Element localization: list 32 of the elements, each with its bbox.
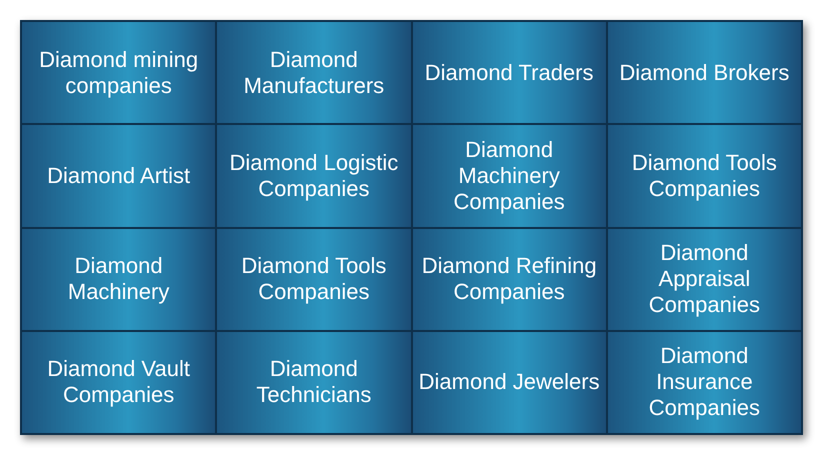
tile-label: Diamond Brokers (618, 60, 790, 86)
tile-label: Diamond Machinery (66, 253, 170, 306)
tile-label: Diamond Logistic Companies (228, 150, 400, 202)
grid-tile (412, 22, 606, 124)
grid-tile (22, 125, 216, 226)
grid-tile (412, 332, 606, 433)
tile-label: Diamond Tools Companies (240, 253, 388, 306)
tile-label: Diamond Vault Companies (46, 356, 191, 408)
grid-tile (22, 332, 216, 433)
tile-label: Diamond mining companies (38, 46, 200, 99)
grid-tile (22, 228, 216, 330)
tile-label: Diamond Manufacturers (242, 46, 386, 99)
grid-tile (217, 332, 410, 433)
grid-tile (608, 332, 801, 433)
grid-tile (217, 125, 410, 226)
tile-label: Diamond Traders (424, 60, 594, 86)
grid-tile (412, 125, 606, 226)
tile-label: Diamond Technicians (255, 356, 372, 408)
tile-label: Diamond Insurance Companies (648, 343, 762, 422)
grid-tile (608, 125, 801, 226)
grid-tile (22, 22, 216, 124)
grid-tile (217, 228, 410, 330)
grid-tile (412, 228, 606, 330)
tile-label: Diamond Artist (46, 162, 192, 189)
tile-label: Diamond Jewelers (418, 369, 601, 396)
grid-tile (217, 22, 410, 124)
tile-label: Diamond Appraisal Companies (648, 240, 762, 318)
grid-tile (608, 22, 801, 124)
grid-tile (608, 228, 801, 330)
tile-label: Diamond Refining Companies (420, 253, 598, 306)
tile-label: Diamond Machinery Companies (452, 136, 566, 215)
tile-label: Diamond Tools Companies (630, 150, 778, 202)
